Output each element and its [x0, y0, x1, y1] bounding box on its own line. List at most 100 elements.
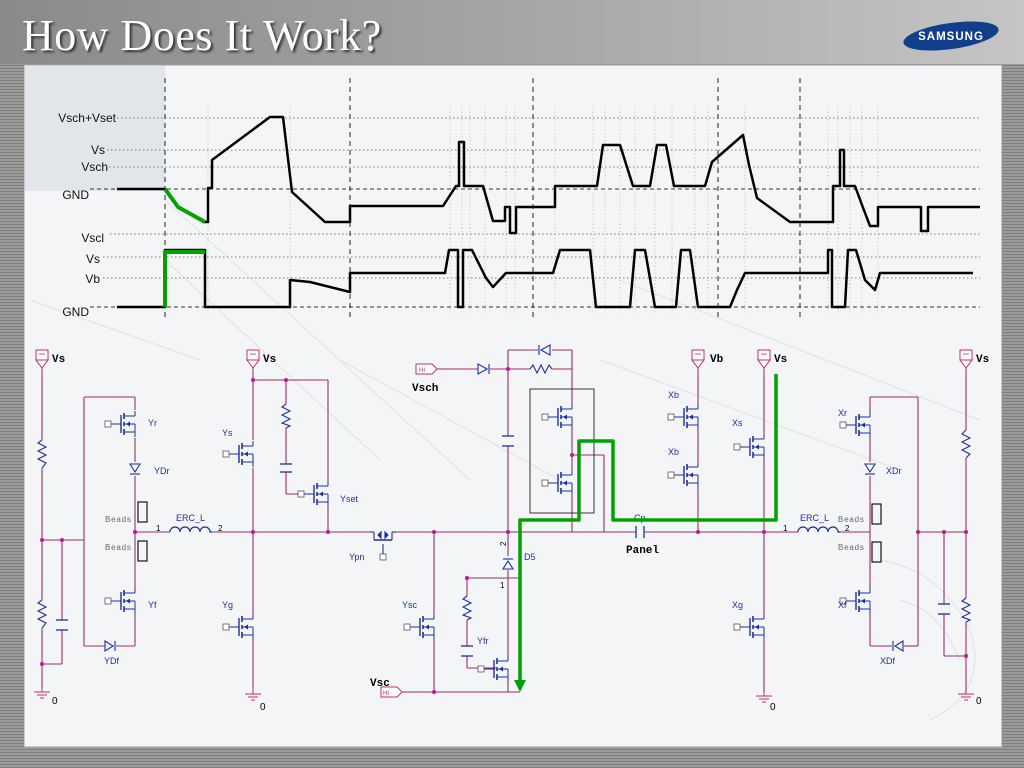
grounds [34, 688, 974, 703]
samsung-logo: SAMSUNG [903, 21, 999, 51]
input-hi-vsc: HI Vsc [370, 678, 403, 698]
ground-right [958, 692, 974, 701]
label-beads-r1: Beads [838, 515, 865, 524]
capacitor-right [938, 603, 950, 615]
ground-left [34, 688, 50, 699]
rail-label-vs-y: Vs [263, 354, 276, 366]
label-ydf: YDf [104, 656, 120, 666]
pin-d5-1: 1 [500, 581, 505, 590]
logo-text: SAMSUNG [918, 31, 984, 43]
capacitor-yset [280, 463, 292, 473]
ground-y [245, 688, 261, 701]
ground-x [756, 692, 772, 703]
diode-d5 [502, 558, 514, 570]
slide-title: How Does It Work? [22, 11, 382, 60]
y-highlight-segment [163, 187, 206, 224]
mosfet-vsch-top [541, 403, 573, 431]
source-vs-right: Vs [959, 349, 989, 372]
label-ypn: Ypn [349, 552, 364, 562]
label-ysc: Ysc [402, 600, 418, 610]
label-yf: Yf [148, 600, 157, 610]
beads [137, 501, 882, 563]
capacitor-vsch [502, 435, 514, 447]
label-xdf: XDf [880, 656, 896, 666]
ground-labels: 0 0 0 0 [52, 696, 982, 713]
label-yfr: Yfr [477, 636, 489, 646]
pin-d5-2: 2 [499, 541, 508, 546]
source-vs-y: Vs [246, 349, 276, 372]
mosfet-xb-bottom [667, 461, 699, 489]
vertical-grid [207, 105, 879, 315]
mosfet-yf [104, 587, 136, 615]
mosfet-vsch-bottom [541, 469, 573, 497]
x-electrode-waveform [117, 248, 973, 309]
label-yg: Yg [222, 600, 233, 610]
rail-label-vs-right: Vs [976, 354, 989, 366]
inductor-erc-left [169, 526, 212, 533]
resistor-left-top [36, 439, 48, 469]
mosfet-xb-top [667, 403, 699, 431]
circuit-schematic: Vs Vs Vb [34, 344, 989, 713]
ground-label-right: 0 [976, 696, 982, 707]
mosfet-yg [222, 613, 254, 641]
bead-left-bottom [137, 540, 148, 562]
mosfet-ypn [370, 530, 396, 561]
resistor-yfr [461, 595, 473, 621]
diode-top-loop [538, 344, 551, 356]
label-erc-left: ERC_L [176, 513, 205, 523]
label-xb2: Xb [668, 447, 679, 457]
diode-ydr [129, 463, 141, 475]
source-vb: Vb [691, 349, 724, 372]
waveform-diagram: Vsch+Vset Vs Vsch GND Vscl Vs Vb GND [58, 78, 980, 320]
x-highlight-segment [163, 250, 205, 307]
capacitors [56, 435, 950, 657]
resistor-vsch [529, 363, 553, 375]
component-labels: Yr YDr Yf YDf Ys Yg Yset Ypn Ysc Yfr D5 … [104, 390, 902, 666]
label-vsch: Vsch [81, 160, 108, 174]
ground-label-left: 0 [52, 696, 58, 707]
ground-label-y: 0 [260, 702, 266, 713]
label-gnd-top: GND [62, 188, 89, 202]
title-band [0, 0, 1024, 64]
diode-vsch-in [477, 363, 490, 375]
rail-label-vsch: Vsch [412, 383, 438, 395]
label-yr: Yr [148, 418, 157, 428]
label-yset: Yset [340, 494, 359, 504]
capacitor-panel-cp [635, 526, 645, 538]
label-vsch-vset: Vsch+Vset [58, 111, 116, 125]
ground-label-x: 0 [770, 702, 776, 713]
source-vs-x: Vs [757, 349, 787, 372]
mosfet-yset [297, 480, 329, 508]
diode-xdf [892, 640, 904, 652]
resistor-yset [280, 403, 292, 429]
bead-left-top [137, 501, 148, 523]
current-path [514, 374, 778, 692]
label-vs-top: Vs [91, 143, 105, 157]
logo-oval [903, 21, 999, 51]
label-cp: Cp [634, 513, 646, 523]
label-xs: Xs [732, 418, 743, 428]
label-beads-r2: Beads [838, 543, 865, 552]
resistor-left-bottom [36, 599, 48, 629]
mosfet-ysc [403, 613, 435, 641]
label-ydr: YDr [154, 466, 170, 476]
inductor-erc-right [797, 526, 840, 533]
source-vs-left: Vs [35, 349, 65, 372]
label-vb: Vb [85, 272, 100, 286]
rail-label-vsc: Vsc [370, 678, 390, 690]
reference-lines [103, 117, 980, 279]
diode-ydf [104, 640, 116, 652]
phase-dividers [164, 78, 801, 320]
mosfet-yr [104, 410, 136, 438]
bead-right-bottom [871, 541, 882, 563]
pin-labels: 1 2 1 2 2 1 [156, 524, 850, 590]
label-xg: Xg [732, 600, 743, 610]
input-hi-vsch: HI Vsch [412, 363, 438, 395]
junction-dots [40, 367, 968, 694]
rail-label-vs-x: Vs [774, 354, 787, 366]
y-electrode-waveform [117, 115, 980, 235]
background-decoration [25, 66, 981, 721]
mosfet-xs [733, 433, 765, 461]
hi-label-vsch: HI [419, 368, 425, 374]
